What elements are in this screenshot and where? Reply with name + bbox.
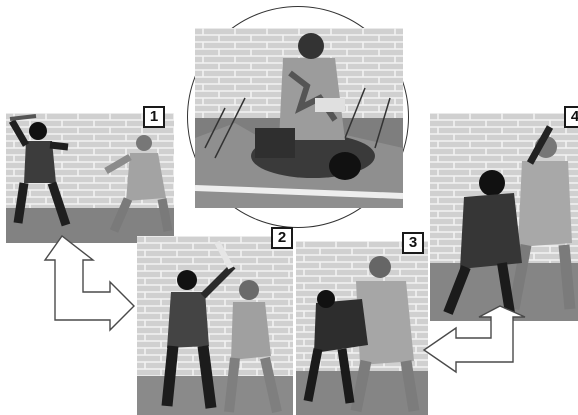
arrow-step4-to-step3 (424, 306, 525, 372)
arrow-step1-to-step2 (45, 236, 134, 330)
